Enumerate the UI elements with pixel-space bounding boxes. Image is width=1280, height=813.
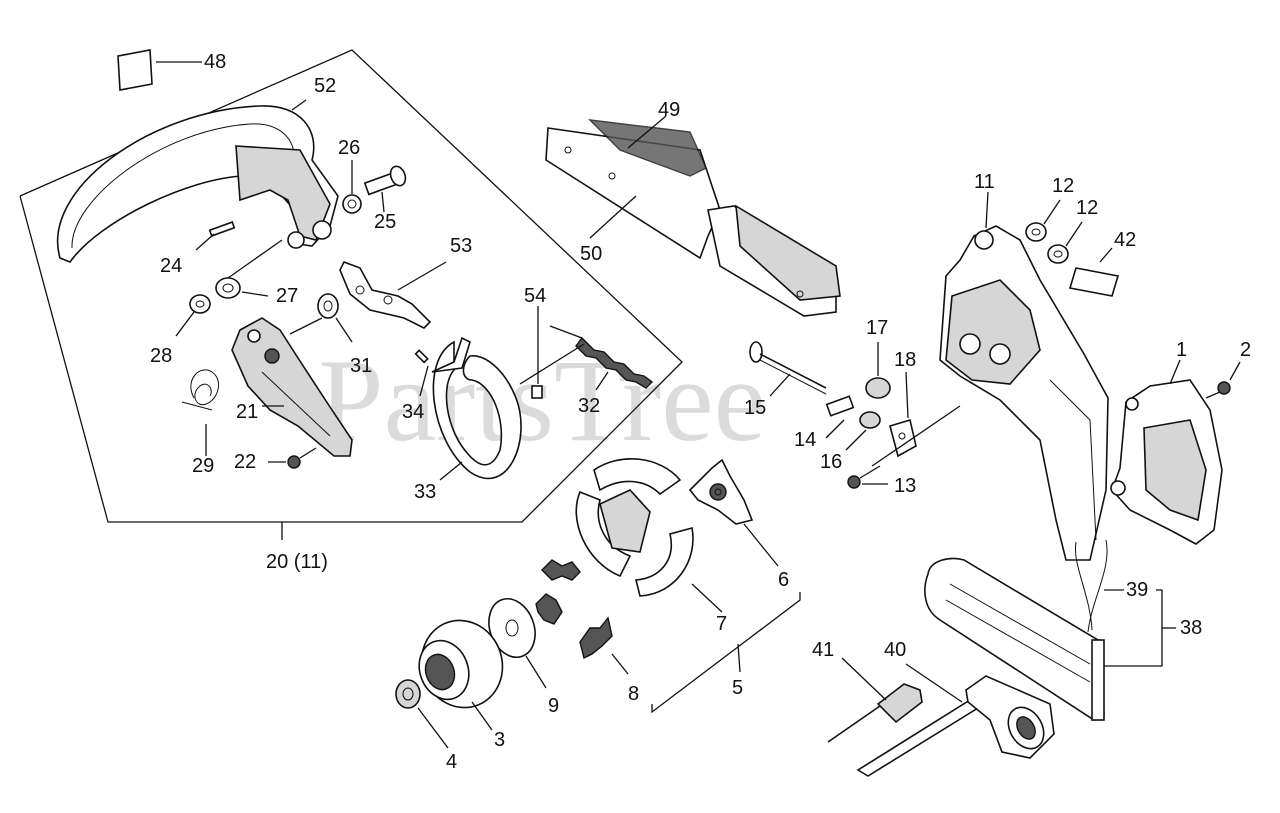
callout-40: 40 xyxy=(884,639,906,661)
part-29-spring[interactable] xyxy=(181,369,220,456)
part-40-plug-wrench[interactable] xyxy=(856,663,1055,777)
callout-38: 38 xyxy=(1180,617,1202,639)
callout-5: 5 xyxy=(732,677,743,699)
callout-12-upper: 12 xyxy=(1052,175,1074,197)
part-41-screwdriver[interactable] xyxy=(827,657,923,743)
part-3-clutch-drum[interactable] xyxy=(409,609,514,731)
callout-31: 31 xyxy=(350,355,372,377)
part-42-label[interactable] xyxy=(1068,247,1120,297)
callout-18: 18 xyxy=(894,349,916,371)
part-54-pin[interactable] xyxy=(531,306,543,399)
callout-13: 13 xyxy=(894,475,916,497)
callout-53: 53 xyxy=(450,235,472,257)
part-26-nut[interactable] xyxy=(342,160,362,214)
part-13-screw[interactable] xyxy=(847,405,961,489)
part-50-guide-bar[interactable] xyxy=(545,119,841,317)
part-32-spring[interactable] xyxy=(519,325,654,391)
part-25-bolt[interactable] xyxy=(363,164,408,213)
part-7-clutch-shoes[interactable] xyxy=(575,458,723,613)
callout-29: 29 xyxy=(192,455,214,477)
part-11-sprocket-cover[interactable] xyxy=(939,191,1109,561)
callout-7: 7 xyxy=(716,613,727,635)
part-52-brake-handle[interactable] xyxy=(57,99,339,263)
callout-14: 14 xyxy=(794,429,816,451)
callout-39: 39 xyxy=(1126,579,1148,601)
callout-24: 24 xyxy=(160,255,182,277)
part-34-pin[interactable] xyxy=(414,349,429,397)
callout-9: 9 xyxy=(548,695,559,717)
part-48-label[interactable] xyxy=(117,49,202,91)
part-28-nut[interactable] xyxy=(175,294,211,337)
part-49-saw-chain[interactable] xyxy=(627,115,667,149)
callout-27: 27 xyxy=(276,285,298,307)
part-5-clutch-assembly-bracket[interactable] xyxy=(651,592,801,714)
part-18-plate[interactable] xyxy=(889,371,917,458)
watermark-text: PartsTree xyxy=(318,335,766,466)
callout-16: 16 xyxy=(820,451,842,473)
part-24-pin[interactable] xyxy=(195,221,236,251)
part-53-link-lever[interactable] xyxy=(339,260,447,329)
callout-50: 50 xyxy=(580,243,602,265)
part-12-nut-upper[interactable] xyxy=(1025,199,1061,242)
part-4-needle-bearing[interactable] xyxy=(395,679,449,749)
part-2-screw[interactable] xyxy=(1205,361,1241,399)
callout-17: 17 xyxy=(866,317,888,339)
callout-52: 52 xyxy=(314,75,336,97)
callout-26: 26 xyxy=(338,137,360,159)
part-38-39-bracket[interactable] xyxy=(1104,589,1176,667)
part-31-collar[interactable] xyxy=(289,293,353,343)
callout-42: 42 xyxy=(1114,229,1136,251)
part-38-bar-cover[interactable] xyxy=(924,557,1105,721)
part-14-pin[interactable] xyxy=(825,395,855,439)
callout-34: 34 xyxy=(402,401,424,423)
callout-20-11: 20 (11) xyxy=(266,551,328,573)
part-1-cover[interactable] xyxy=(1110,359,1223,545)
callout-33: 33 xyxy=(414,481,436,503)
callout-3: 3 xyxy=(494,729,505,751)
part-17-adjuster[interactable] xyxy=(865,342,891,399)
part-15-bolt[interactable] xyxy=(749,341,827,397)
callout-6: 6 xyxy=(778,569,789,591)
callout-49: 49 xyxy=(658,99,680,121)
part-22-screw[interactable] xyxy=(268,447,317,469)
callout-21: 21 xyxy=(236,401,258,423)
callout-2: 2 xyxy=(1240,339,1251,361)
callout-41: 41 xyxy=(812,639,834,661)
part-27-washer[interactable] xyxy=(215,239,283,299)
callout-25: 25 xyxy=(374,211,396,233)
assembly-20-outline xyxy=(19,49,683,523)
part-8-springs[interactable] xyxy=(535,559,629,675)
callout-28: 28 xyxy=(150,345,172,367)
part-6-clutch-hub[interactable] xyxy=(688,458,779,567)
callout-22: 22 xyxy=(234,451,256,473)
callout-11: 11 xyxy=(974,171,995,193)
callout-12-lower: 12 xyxy=(1076,197,1098,219)
callout-48: 48 xyxy=(204,51,226,73)
callout-1: 1 xyxy=(1176,339,1187,361)
callout-54: 54 xyxy=(524,285,546,307)
part-33-brake-band[interactable] xyxy=(431,336,522,481)
part-21-brake-lever[interactable] xyxy=(231,317,353,457)
callout-8: 8 xyxy=(628,683,639,705)
callout-4: 4 xyxy=(446,751,457,773)
callout-32: 32 xyxy=(578,395,600,417)
part-16-washer[interactable] xyxy=(845,411,881,451)
part-12-nut-lower[interactable] xyxy=(1047,221,1083,264)
part-39-strap[interactable] xyxy=(1074,539,1124,633)
callout-15: 15 xyxy=(744,397,766,419)
